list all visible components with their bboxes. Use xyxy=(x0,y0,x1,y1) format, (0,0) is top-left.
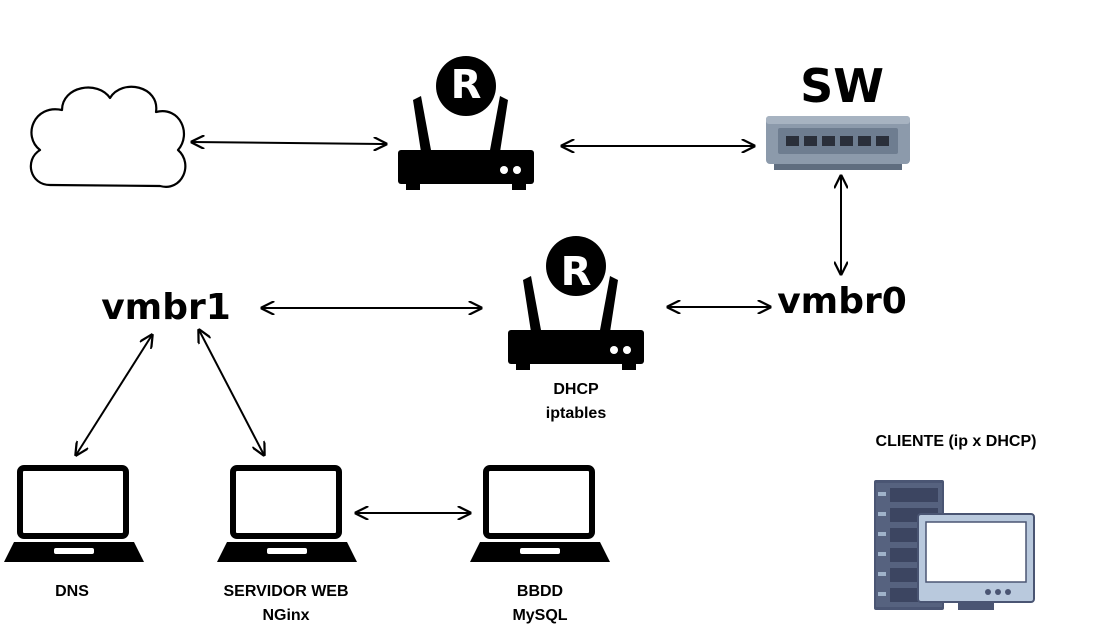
cloud-router-link xyxy=(192,142,386,144)
connections xyxy=(76,142,841,513)
dns-label: DNS xyxy=(55,583,89,600)
laptop-icon xyxy=(4,465,144,562)
web-server-label-line1: SERVIDOR WEB xyxy=(223,583,349,600)
router-badge-label: R xyxy=(451,62,482,108)
database-label-line2: MySQL xyxy=(512,607,568,624)
router-icon xyxy=(508,236,644,370)
database-label-line1: BBDD xyxy=(516,583,564,600)
router-caption-iptables: iptables xyxy=(545,405,607,422)
database-label: BBDD MySQL xyxy=(490,580,590,628)
router-caption: DHCP iptables xyxy=(520,378,632,426)
server-monitor-icon xyxy=(874,480,1035,610)
router-icon xyxy=(398,56,534,190)
router-caption-dhcp: DHCP xyxy=(553,381,599,398)
laptop-icon xyxy=(217,465,357,562)
router-badge-label: R xyxy=(561,249,592,295)
web-server-label-line2: NGinx xyxy=(262,607,310,624)
vmbr1-dns-link xyxy=(76,335,152,455)
vmbr1-web-link xyxy=(199,330,264,455)
vmbr1-label: vmbr1 xyxy=(101,287,231,328)
switch-label: SW xyxy=(800,59,884,113)
cloud-icon xyxy=(29,85,187,188)
vmbr0-label: vmbr0 xyxy=(777,281,907,322)
laptop-icon xyxy=(470,465,610,562)
switch-icon xyxy=(766,116,910,170)
client-label: CLIENTE (ip x DHCP) xyxy=(875,433,1037,450)
web-server-label: SERVIDOR WEB NGinx xyxy=(200,580,372,628)
